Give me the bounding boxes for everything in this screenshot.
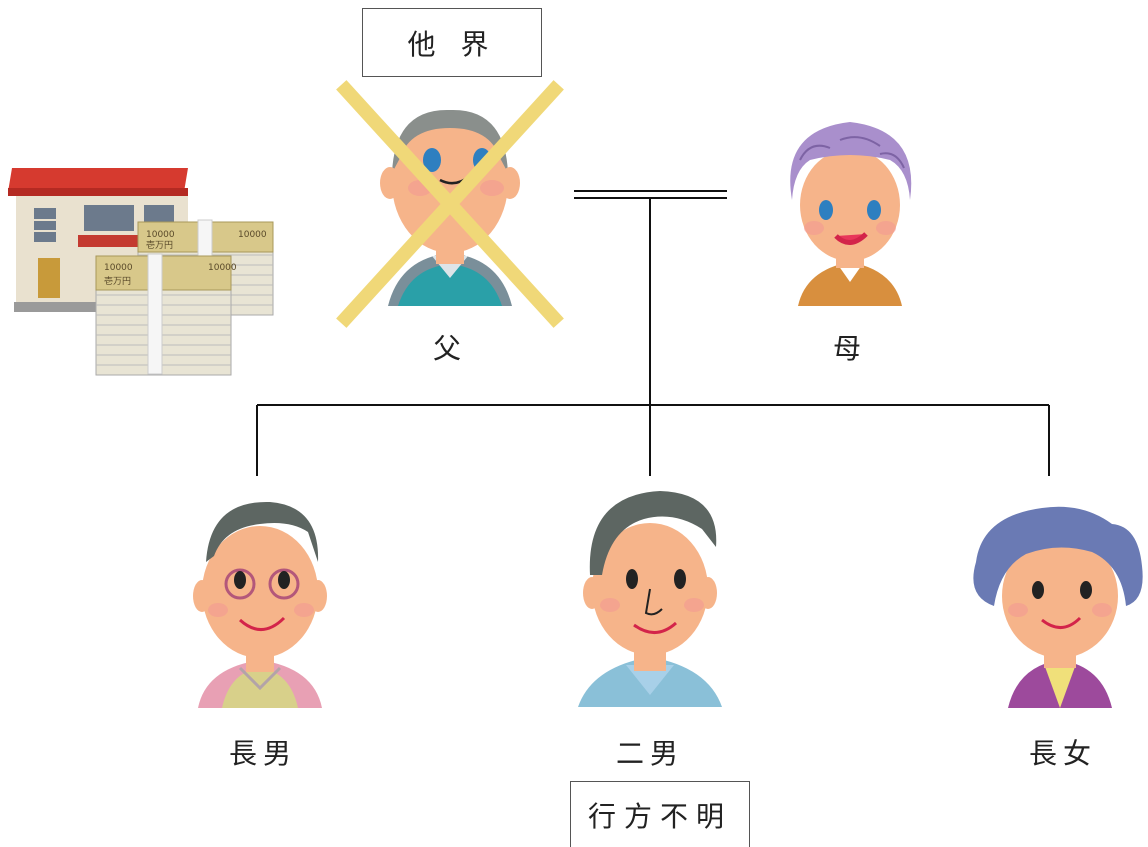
second-son-status-box: 行方不明 [570, 781, 750, 847]
money-stack-icon: 10000 壱万円 10000 10000 壱万円 10000 [95, 219, 274, 376]
banknote-text: 10000 [104, 263, 133, 273]
eldest-son-label: 長男 [228, 737, 297, 770]
mother-label: 母 [832, 332, 867, 365]
father-status-box: 他 界 [362, 8, 542, 77]
mother-avatar [790, 122, 912, 306]
banknote-sub: 壱万円 [104, 275, 131, 287]
banknote-sub-2: 壱万円 [146, 239, 173, 251]
father-status-text: 他 界 [407, 27, 497, 61]
second-son-status-text: 行方不明 [587, 799, 732, 833]
second-son-avatar [578, 491, 722, 707]
father-figure [336, 80, 564, 328]
second-son-label: 二男 [615, 737, 684, 770]
banknote-text-2: 10000 [208, 263, 237, 273]
eldest-daughter-label: 長女 [1028, 737, 1097, 770]
banknote-text-4: 10000 [238, 230, 267, 240]
banknote-text-3: 10000 [146, 230, 175, 240]
eldest-daughter-avatar [973, 506, 1143, 708]
estate-illustration: 10000 壱万円 10000 10000 壱万円 10000 [8, 168, 274, 376]
eldest-son-avatar [193, 501, 327, 708]
father-label: 父 [432, 332, 467, 365]
deceased-cross-icon [336, 80, 564, 328]
